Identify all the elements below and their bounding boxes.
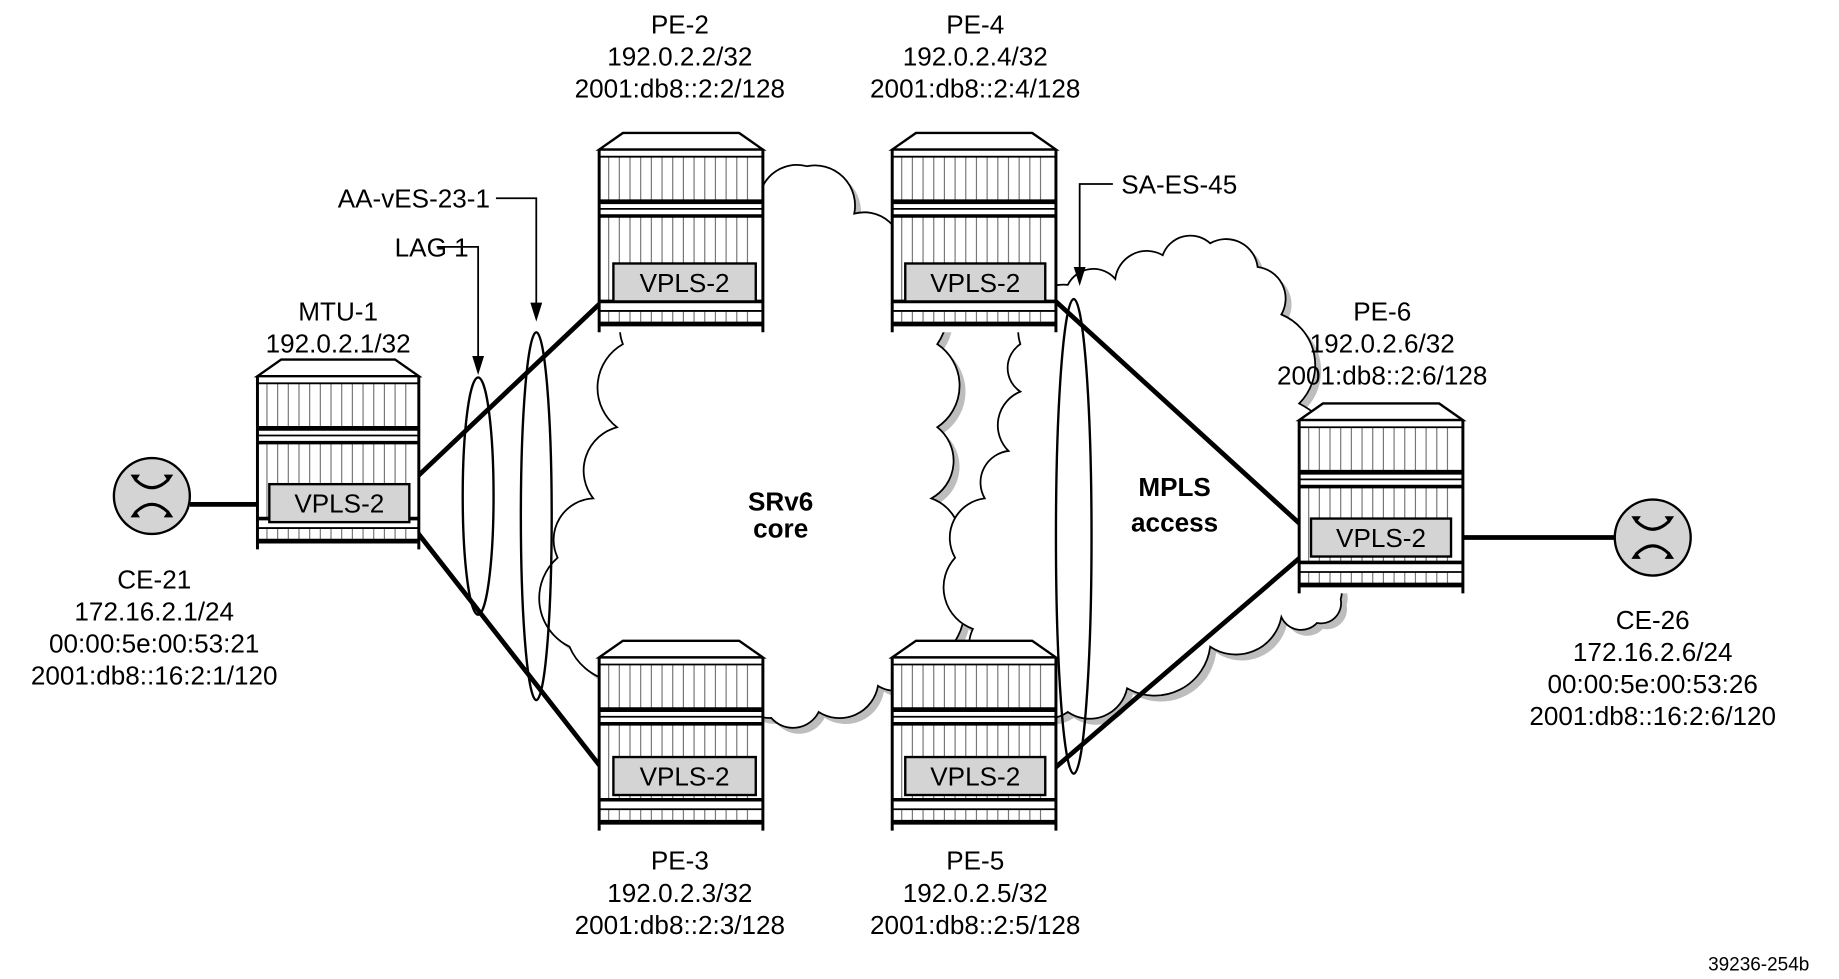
link-mtu1-pe2 (407, 289, 616, 486)
svg-text:VPLS-2: VPLS-2 (930, 762, 1020, 792)
pe2-labels: PE-2 192.0.2.2/32 2001:db8::2:2/128 (575, 9, 785, 103)
svg-text:172.16.2.6/24: 172.16.2.6/24 (1573, 637, 1733, 667)
svg-text:VPLS-2: VPLS-2 (640, 762, 730, 792)
pe4-labels: PE-4 192.0.2.4/32 2001:db8::2:4/128 (870, 9, 1080, 103)
lag1-ellipse (461, 376, 495, 616)
svg-text:2001:db8::2:3/128: 2001:db8::2:3/128 (575, 910, 785, 940)
sa-es-label: SA-ES-45 (1121, 169, 1237, 199)
srv6-cloud-label-1: SRv6 (748, 486, 813, 516)
svg-text:2001:db8::2:5/128: 2001:db8::2:5/128 (870, 910, 1080, 940)
aa-ves-ellipse (519, 331, 553, 702)
ce26-router-icon (1613, 498, 1692, 577)
pe4-vpls: VPLS-2 (904, 262, 1047, 303)
svg-text:VPLS-2: VPLS-2 (640, 268, 730, 298)
link-pe4-pe6 (1042, 289, 1313, 536)
svg-text:00:00:5e:00:53:21: 00:00:5e:00:53:21 (49, 629, 259, 659)
svg-text:172.16.2.1/24: 172.16.2.1/24 (74, 597, 234, 627)
pe3-labels: PE-3 192.0.2.3/32 2001:db8::2:3/128 (575, 846, 785, 940)
pe3-vpls: VPLS-2 (612, 755, 757, 797)
svg-text:2001:db8::16:2:6/120: 2001:db8::16:2:6/120 (1529, 701, 1776, 731)
svg-text:PE-4: PE-4 (946, 9, 1004, 39)
svg-text:2001:db8::2:2/128: 2001:db8::2:2/128 (575, 73, 785, 103)
sa-es-callout-line (1078, 183, 1113, 276)
svg-text:VPLS-2: VPLS-2 (930, 268, 1020, 298)
mtu1-vpls: VPLS-2 (268, 482, 411, 524)
svg-text:192.0.2.6/32: 192.0.2.6/32 (1310, 328, 1455, 358)
svg-text:PE-6: PE-6 (1353, 296, 1411, 326)
svg-text:PE-3: PE-3 (651, 846, 709, 876)
svg-text:VPLS-2: VPLS-2 (294, 489, 384, 519)
svg-text:00:00:5e:00:53:26: 00:00:5e:00:53:26 (1548, 669, 1758, 699)
figure-id: 39236-254b (1708, 955, 1809, 976)
svg-text:192.0.2.5/32: 192.0.2.5/32 (903, 878, 1048, 908)
pe6-labels: PE-6 192.0.2.6/32 2001:db8::2:6/128 (1277, 296, 1487, 390)
svg-text:2001:db8::16:2:1/120: 2001:db8::16:2:1/120 (31, 661, 278, 691)
lag1-callout-line (436, 245, 480, 366)
svg-text:CE-26: CE-26 (1616, 605, 1690, 635)
mtu1-labels: MTU-1 192.0.2.1/32 (266, 296, 411, 358)
aa-ves-label: AA-vES-23-1 (338, 184, 490, 214)
svg-text:PE-2: PE-2 (651, 9, 709, 39)
svg-text:MTU-1: MTU-1 (298, 296, 378, 326)
svg-text:2001:db8::2:4/128: 2001:db8::2:4/128 (870, 73, 1080, 103)
ce26-labels: CE-26 172.16.2.6/24 00:00:5e:00:53:26 20… (1529, 605, 1776, 731)
svg-text:192.0.2.3/32: 192.0.2.3/32 (607, 878, 752, 908)
svg-text:192.0.2.2/32: 192.0.2.2/32 (607, 41, 752, 71)
pe5-labels: PE-5 192.0.2.5/32 2001:db8::2:5/128 (870, 846, 1080, 940)
link-pe5-pe6 (1042, 546, 1313, 780)
mpls-cloud-label-2: access (1131, 508, 1218, 538)
link-mtu1-pe3 (407, 520, 616, 785)
pe3-router-icon (595, 639, 767, 831)
lag1-label: LAG 1 (395, 232, 469, 262)
ce21-router-icon (112, 456, 192, 536)
svg-text:2001:db8::2:6/128: 2001:db8::2:6/128 (1277, 360, 1487, 390)
pe5-router-icon (888, 639, 1060, 831)
svg-text:PE-5: PE-5 (946, 846, 1004, 876)
pe2-vpls: VPLS-2 (612, 262, 757, 303)
pe5-vpls: VPLS-2 (904, 755, 1047, 797)
srv6-cloud-label-2: core (753, 514, 808, 544)
aa-ves-callout-line (495, 197, 538, 311)
svg-text:VPLS-2: VPLS-2 (1336, 523, 1426, 553)
mpls-cloud-label-1: MPLS (1138, 472, 1210, 502)
sa-es-ellipse (1054, 297, 1093, 775)
ce21-labels: CE-21 172.16.2.1/24 00:00:5e:00:53:21 20… (31, 565, 278, 691)
svg-text:192.0.2.4/32: 192.0.2.4/32 (903, 41, 1048, 71)
pe6-vpls: VPLS-2 (1309, 517, 1453, 558)
svg-text:192.0.2.1/32: 192.0.2.1/32 (266, 328, 411, 358)
pe6-router-icon (1295, 402, 1467, 594)
svg-text:CE-21: CE-21 (117, 565, 191, 595)
